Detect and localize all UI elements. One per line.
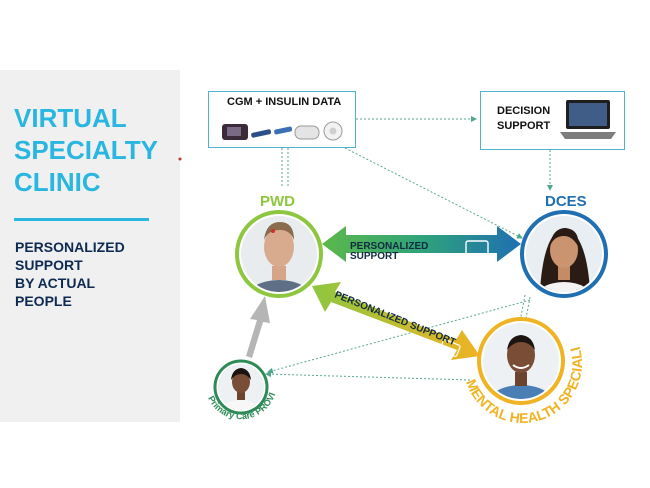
sidebar-panel bbox=[0, 70, 180, 422]
title-divider bbox=[14, 218, 149, 221]
decision-label-line: DECISION bbox=[497, 105, 551, 117]
connector-dces-to-pcp bbox=[267, 299, 531, 374]
page-subtitle: PERSONALIZED SUPPORT BY ACTUAL PEOPLE bbox=[15, 238, 165, 310]
dotted-connectors bbox=[265, 116, 553, 381]
subtitle-line: BY ACTUAL bbox=[15, 275, 96, 291]
primary-care-node bbox=[213, 359, 269, 415]
connector-dces-to-mh-a bbox=[519, 294, 526, 323]
subtitle-line: SUPPORT bbox=[15, 257, 83, 273]
pwd-label: PWD bbox=[260, 193, 295, 210]
insulin-pen-icon bbox=[251, 129, 272, 138]
subtitle-line: PEOPLE bbox=[15, 293, 72, 309]
laptop-icon bbox=[560, 100, 616, 139]
cgm-sensor-icon bbox=[294, 125, 320, 140]
monitor-icon bbox=[465, 240, 489, 256]
cgm-patch-icon bbox=[323, 121, 343, 141]
stray-dot bbox=[178, 157, 182, 161]
cgm-box-label: CGM + INSULIN DATA bbox=[227, 96, 342, 108]
title-line: SPECIALTY bbox=[14, 135, 158, 165]
decision-label-line: SUPPORT bbox=[497, 120, 551, 132]
dces-node bbox=[520, 210, 608, 298]
insulin-pen-icon bbox=[274, 126, 293, 135]
insulin-pump-icon bbox=[222, 124, 248, 140]
connector-dces-to-mh-b bbox=[524, 296, 531, 325]
dces-label: DCES bbox=[545, 193, 587, 210]
personalized-support-arrow-top bbox=[322, 226, 521, 262]
title-line: CLINIC bbox=[14, 167, 101, 197]
mental-health-node bbox=[477, 317, 565, 405]
personalized-support-arrow-diag bbox=[312, 282, 480, 360]
page-title: VIRTUAL SPECIALTY CLINIC bbox=[14, 102, 174, 198]
pwd-node bbox=[235, 210, 323, 298]
monitor-icon bbox=[439, 339, 461, 357]
top-arrow-label-2: SUPPORT bbox=[350, 251, 398, 262]
decision-box-label: DECISION SUPPORT bbox=[497, 104, 550, 134]
subtitle-line: PERSONALIZED bbox=[15, 239, 125, 255]
connector-cgm-to-dces bbox=[344, 147, 523, 239]
gray-arrow-pcp-to-pwd bbox=[246, 296, 270, 358]
top-arrow-label-1: PERSONALIZED bbox=[350, 241, 428, 252]
primary-care-avatar bbox=[218, 364, 264, 410]
title-line: VIRTUAL bbox=[14, 103, 127, 133]
